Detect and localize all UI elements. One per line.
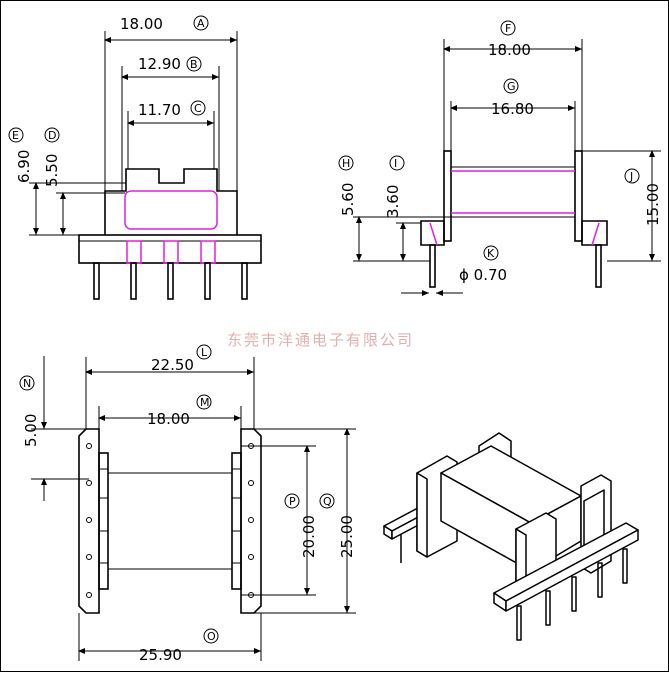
dim-Q-letter: Q <box>323 495 332 508</box>
side-view <box>353 39 661 296</box>
front-window <box>124 190 218 230</box>
dim-A-letter: A <box>197 17 205 30</box>
dim-I-letter: I <box>394 157 397 170</box>
dim-A-value: 18.00 <box>120 15 163 33</box>
front-pins <box>93 262 248 300</box>
side-base-right <box>581 220 608 246</box>
dim-F-value: 18.00 <box>488 41 531 59</box>
side-base-left <box>420 220 445 246</box>
dim-C-value: 11.70 <box>138 101 181 119</box>
dim-H-value: 5.60 <box>339 183 357 216</box>
dim-N-letter: N <box>23 377 31 390</box>
dim-J-value: 15.00 <box>644 183 662 226</box>
dim-B-letter: B <box>190 58 198 71</box>
dim-E-letter: E <box>12 129 19 142</box>
dim-N-value: 5.00 <box>22 414 40 447</box>
dim-I-value: 3.60 <box>384 185 402 218</box>
dim-M-letter: M <box>200 396 210 409</box>
dim-L-value: 22.50 <box>151 356 194 374</box>
dim-J-letter: J <box>629 170 633 183</box>
side-pin-left <box>429 244 436 288</box>
top-flange-left <box>78 428 100 614</box>
dim-D-value: 5.50 <box>43 154 61 187</box>
dim-G-letter: G <box>507 80 516 93</box>
dim-M-value: 18.00 <box>147 410 190 428</box>
dim-P-value: 20.00 <box>300 515 318 558</box>
top-pin-holes <box>86 443 254 598</box>
dim-P-letter: P <box>289 495 296 508</box>
dim-E-value: 6.90 <box>15 150 33 183</box>
company-watermark: 东莞市洋通电子有限公司 <box>227 331 414 349</box>
dim-Q-value: 25.00 <box>338 515 356 558</box>
top-flange-right <box>240 428 262 614</box>
side-flange-right <box>574 150 583 242</box>
dim-L-letter: L <box>201 346 208 359</box>
dim-B-value: 12.90 <box>138 55 181 73</box>
dim-O-letter: O <box>207 630 216 643</box>
dim-H-letter: H <box>342 157 350 170</box>
dim-D-letter: D <box>48 129 56 142</box>
front-view <box>29 31 262 300</box>
front-base-flange <box>78 234 262 264</box>
dim-C-letter: C <box>194 102 202 115</box>
side-flange-left <box>443 150 452 242</box>
dim-K-letter: K <box>487 247 495 260</box>
dim-K-value: ϕ 0.70 <box>459 266 507 284</box>
top-view <box>31 356 356 661</box>
isometric-view <box>383 432 639 641</box>
dim-G-value: 16.80 <box>491 100 534 118</box>
dim-O-value: 25.90 <box>139 646 182 664</box>
side-pin-right <box>595 244 602 288</box>
dim-F-letter: F <box>505 22 511 35</box>
